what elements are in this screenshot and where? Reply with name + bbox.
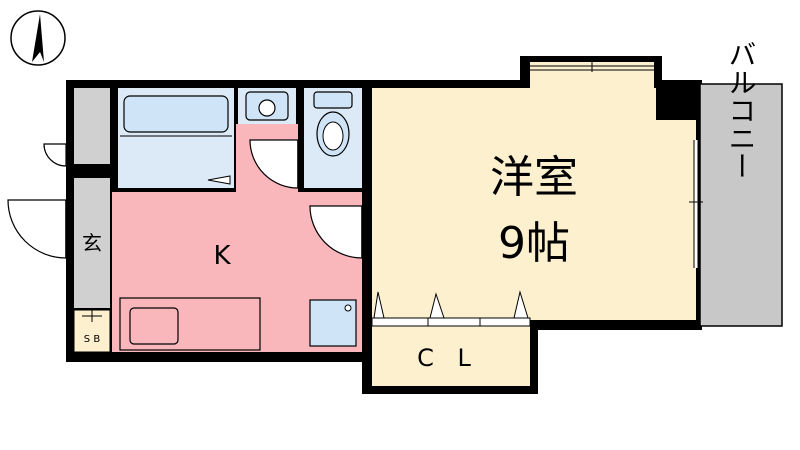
kitchen-label: K [213,241,231,271]
closet-door-track [371,317,531,327]
bathroom-drain-icon [207,175,231,185]
bathroom-door[interactable] [249,139,299,189]
toilet-icon [313,91,353,157]
drain-icon [344,304,352,312]
entrance-door[interactable] [7,199,67,259]
structural-column [656,80,696,120]
storage-alcove [74,88,110,164]
balcony [699,83,783,327]
western-room [372,88,696,320]
shoe-box-label: S B [84,334,101,345]
entrance-label: 玄 [82,231,102,255]
entrance [74,178,110,308]
storage-door[interactable] [43,143,67,167]
closet-folding-doors [373,290,529,319]
basin-bowl [258,99,276,117]
balcony-label: バルコニー [725,40,758,180]
western-room-size: 9帖 [498,218,570,269]
western-room-door[interactable] [309,205,363,259]
closet [372,324,530,386]
north-arrow-icon [10,10,66,66]
kitchen-sink [129,307,179,345]
bathtub-icon [123,95,229,133]
western-room-label: 洋室 [490,152,578,203]
closet-label: C L [417,344,479,372]
